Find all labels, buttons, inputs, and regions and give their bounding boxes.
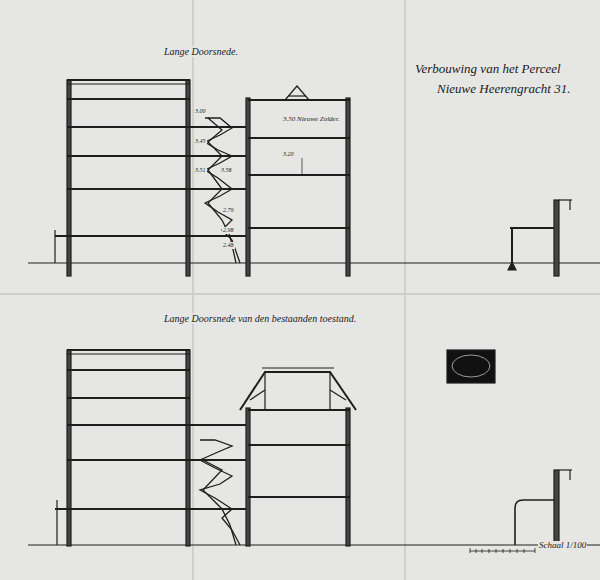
dimension: 3.00 xyxy=(194,108,207,115)
address-line: Nieuwe Heerengracht 31. xyxy=(436,82,571,96)
dimension: 2.48 xyxy=(222,242,235,249)
dimension: 3.58 xyxy=(220,167,233,174)
floor-note: 3.50 Nieuwe Zolder. xyxy=(282,116,340,124)
scale-note: Schaal 1/100 xyxy=(538,541,587,551)
section-heading: Lange Doorsnede. xyxy=(163,46,239,57)
section-heading: Lange Doorsnede van den bestaanden toest… xyxy=(163,313,357,324)
drawing-title: Verbouwing van het Perceel xyxy=(414,62,562,76)
dimension: 3.51 xyxy=(194,167,207,174)
dimension: 3.20 xyxy=(282,151,295,158)
dimension: 3.45 xyxy=(194,138,207,145)
dimension: 2.79 xyxy=(222,207,235,214)
dimension: 2.98 xyxy=(222,227,235,234)
